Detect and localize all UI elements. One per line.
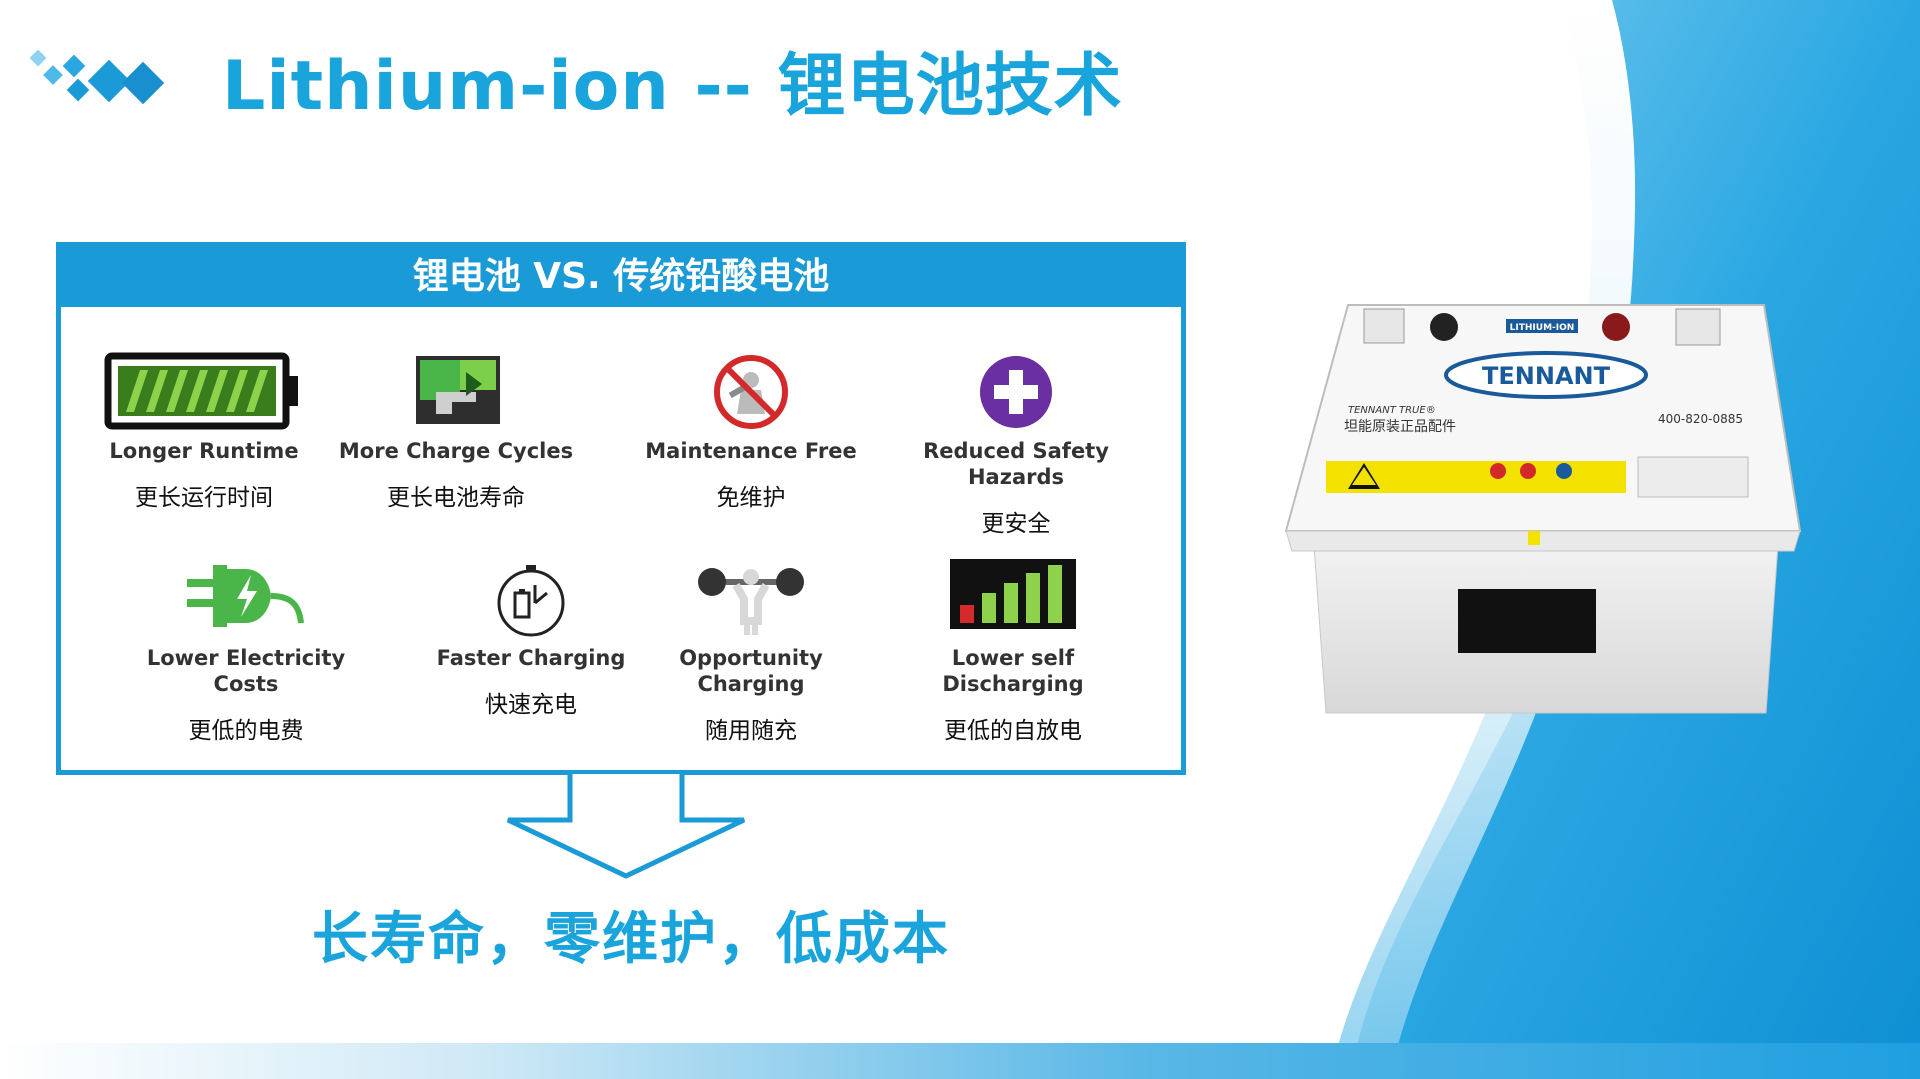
feature-label-cn: 随用随充 (705, 718, 797, 744)
lithium-battery-image: LITHIUM-ION TENNANT TENNANT TRUE® 坦能原装正品… (1284, 304, 1802, 714)
feature-label-en: More Charge Cycles (338, 439, 574, 463)
battery-levels-icon (950, 559, 1076, 629)
feature-label-en: Faster Charging (436, 646, 626, 670)
feature-label-en: Longer Runtime (109, 439, 299, 463)
weightlifter-icon (698, 568, 804, 635)
feature-label-cn: 快速充电 (485, 692, 577, 718)
feature-more-charge-cycles: More Charge Cycles 更长电池寿命 (336, 352, 576, 512)
feature-label-en: Reduced Safety Hazards (923, 439, 1109, 489)
bottom-band (0, 1043, 1920, 1079)
feature-label-cn: 更低的自放电 (944, 718, 1082, 744)
feature-longer-runtime: Longer Runtime 更长运行时间 (84, 352, 324, 512)
feature-label-en: Lower self Discharging (942, 646, 1084, 696)
page-title: Lithium-ion -- 锂电池技术 (222, 47, 1123, 126)
comparison-panel: 锂电池 VS. 传统铅酸电池 Longer Runtime 更长运行时间 (56, 242, 1186, 775)
feature-maintenance-free: Maintenance Free 免维护 (631, 352, 871, 512)
feature-label-en: Maintenance Free (645, 439, 857, 463)
logo-diamonds-icon (29, 49, 165, 105)
no-maintenance-icon (714, 355, 788, 429)
feature-label-cn: 更低的电费 (188, 718, 304, 744)
safety-plus-icon (980, 356, 1052, 428)
feature-faster-charging: Faster Charging 快速充电 (411, 559, 651, 719)
feature-label-cn: 免维护 (716, 485, 786, 511)
summary-slogan: 长寿命，零维护，低成本 (312, 907, 950, 972)
stopwatch-battery-icon (497, 565, 565, 637)
feature-label-en: Opportunity Charging (679, 646, 823, 696)
feature-label-cn: 更安全 (981, 511, 1051, 537)
feature-label-en: Lower Electricity Costs (146, 646, 346, 696)
battery-label-line1: TENNANT TRUE® (1348, 405, 1436, 416)
charge-cycles-icon (416, 356, 500, 424)
plug-icon (187, 565, 304, 627)
battery-badge: LITHIUM-ION (1510, 323, 1575, 333)
down-arrow-icon (506, 774, 746, 879)
feature-lower-self-discharging: Lower self Discharging 更低的自放电 (893, 559, 1133, 745)
panel-header: 锂电池 VS. 传统铅酸电池 (61, 247, 1181, 307)
battery-phone: 400-820-0885 (1658, 412, 1743, 426)
feature-reduced-safety-hazards: Reduced Safety Hazards 更安全 (896, 352, 1136, 538)
feature-label-cn: 更长电池寿命 (387, 485, 525, 511)
battery-brand: TENNANT (1482, 362, 1611, 390)
battery-full-icon (104, 352, 298, 430)
feature-opportunity-charging: Opportunity Charging 随用随充 (631, 559, 871, 745)
battery-label-line2: 坦能原装正品配件 (1344, 419, 1456, 435)
feature-label-cn: 更长运行时间 (135, 485, 273, 511)
feature-lower-electricity-costs: Lower Electricity Costs 更低的电费 (126, 559, 366, 745)
